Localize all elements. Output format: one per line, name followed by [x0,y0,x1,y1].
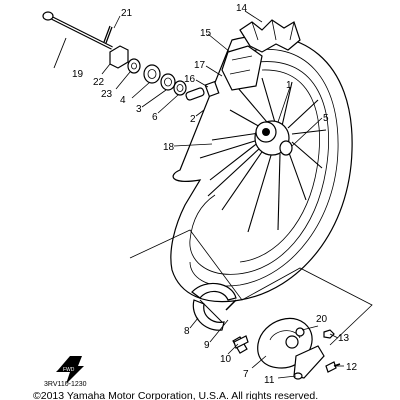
brake-camshaft-spring [225,299,237,311]
bearing-right [173,80,187,96]
callout-8: 8 [184,326,190,337]
callout-19: 19 [72,69,84,80]
rim [189,61,329,275]
axle [42,11,113,50]
brake-shoe [191,282,237,331]
callout-10: 10 [220,354,232,365]
axle-nut [109,45,129,69]
inner-tube [221,45,263,91]
callout-21: 21 [121,8,133,19]
callout-14: 14 [236,3,248,14]
callout-15: 15 [200,28,212,39]
callout-3: 3 [136,104,142,115]
tire [170,19,353,303]
callout-2: 2 [190,114,196,125]
callout-leaders [101,10,344,379]
callout-9: 9 [204,340,210,351]
callout-17: 17 [194,60,206,71]
spokes [199,77,327,233]
callout-1: 1 [286,80,292,91]
callout-16: 16 [184,74,196,85]
lever-nut [323,329,335,339]
copyright-notice: ©2013 Yamaha Motor Corporation, U.S.A. A… [33,390,318,400]
callout-labels: 1 2 3 4 5 6 7 8 9 10 11 12 13 14 15 16 1… [72,3,358,386]
callout-12: 12 [346,362,358,373]
callout-13: 13 [338,333,350,344]
brake-camshaft [232,335,249,354]
callout-23: 23 [101,89,113,100]
callout-11: 11 [264,375,275,386]
fwd-arrow-icon: FWD [56,356,84,384]
cotter-pin [103,25,113,44]
oil-seal [143,64,161,84]
leader-lines [53,37,373,346]
fwd-label: FWD [63,367,75,373]
hub [254,120,293,156]
diagram-code: 3RV110-1230 [44,381,87,388]
callout-6: 6 [152,112,158,123]
callout-4: 4 [120,95,126,106]
callout-5: 5 [323,113,329,124]
valve [185,80,220,101]
callout-22: 22 [93,77,105,88]
bearing-left [160,73,176,91]
callout-20: 20 [316,314,328,325]
callout-18: 18 [163,142,175,153]
washer [295,327,305,337]
spacer [127,58,141,74]
callout-7: 7 [243,369,249,380]
lever-bolt [325,361,341,373]
